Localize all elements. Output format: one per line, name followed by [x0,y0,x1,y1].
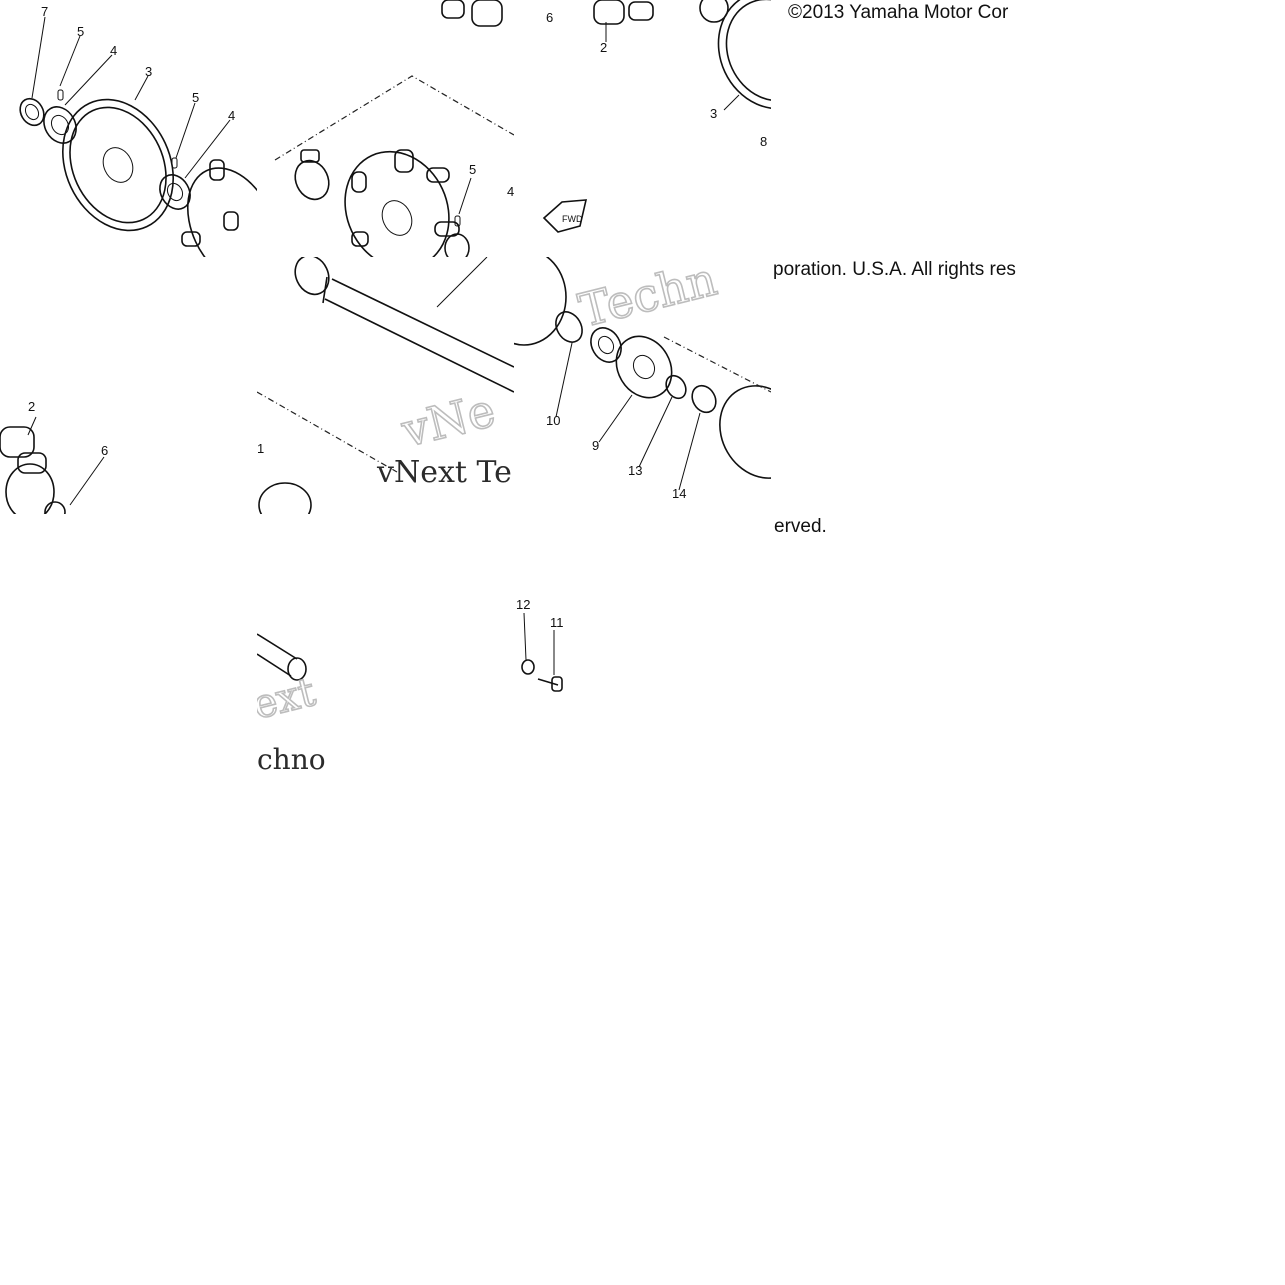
diagram-tile-fasteners: 12 11 [514,595,574,705]
callout-5: 5 [469,162,476,177]
callout-5: 5 [77,24,84,39]
callout-1: 1 [257,441,264,456]
front-arrow-icon: FWD [542,199,588,233]
callout-9: 9 [592,438,599,453]
callout-3: 3 [145,64,152,79]
watermark-outline: ext [257,669,320,729]
copyright-line-1: ©2013 Yamaha Motor Cor [788,2,1009,23]
copyright-line-3: erved. [774,516,827,537]
diagram-tile-drive-shaft: 1 vNext Te vNe [257,257,514,514]
callout-3: 3 [710,106,717,121]
diagram-tile-shaft-end: ext chno [257,514,333,774]
watermark-text: vNext Te [376,455,512,490]
diagram-tile-shaft-top: 5 4 [257,0,514,257]
svg-text:FWD: FWD [562,214,583,224]
callout-5: 5 [192,90,199,105]
callout-10: 10 [546,413,560,428]
callout-7: 7 [41,4,48,19]
callout-4: 4 [110,43,117,58]
watermark-outline: vNe [396,383,501,458]
callout-13: 13 [628,463,642,478]
diagram-tile-drive-sprocket: 7 5 4 3 5 4 [0,0,257,257]
diagram-tile-idler: 6 2 3 8 FWD [514,0,771,257]
callout-14: 14 [672,486,686,501]
callout-2: 2 [600,40,607,55]
callout-4: 4 [228,108,235,123]
copyright-line-2: poration. U.S.A. All rights res [773,259,1016,280]
diagram-tile-sprocket-lower: 2 6 [0,257,257,514]
callout-12: 12 [516,597,530,612]
watermark-outline: Techn [574,257,722,338]
callout-6: 6 [101,443,108,458]
callout-6: 6 [546,10,553,25]
watermark-text: chno [257,743,326,774]
callout-8: 8 [760,134,767,149]
callout-4: 4 [507,184,514,199]
callout-2: 2 [28,399,35,414]
diagram-tile-bearing-housing: 10 9 13 14 Techn [514,257,771,514]
callout-11: 11 [550,615,564,630]
